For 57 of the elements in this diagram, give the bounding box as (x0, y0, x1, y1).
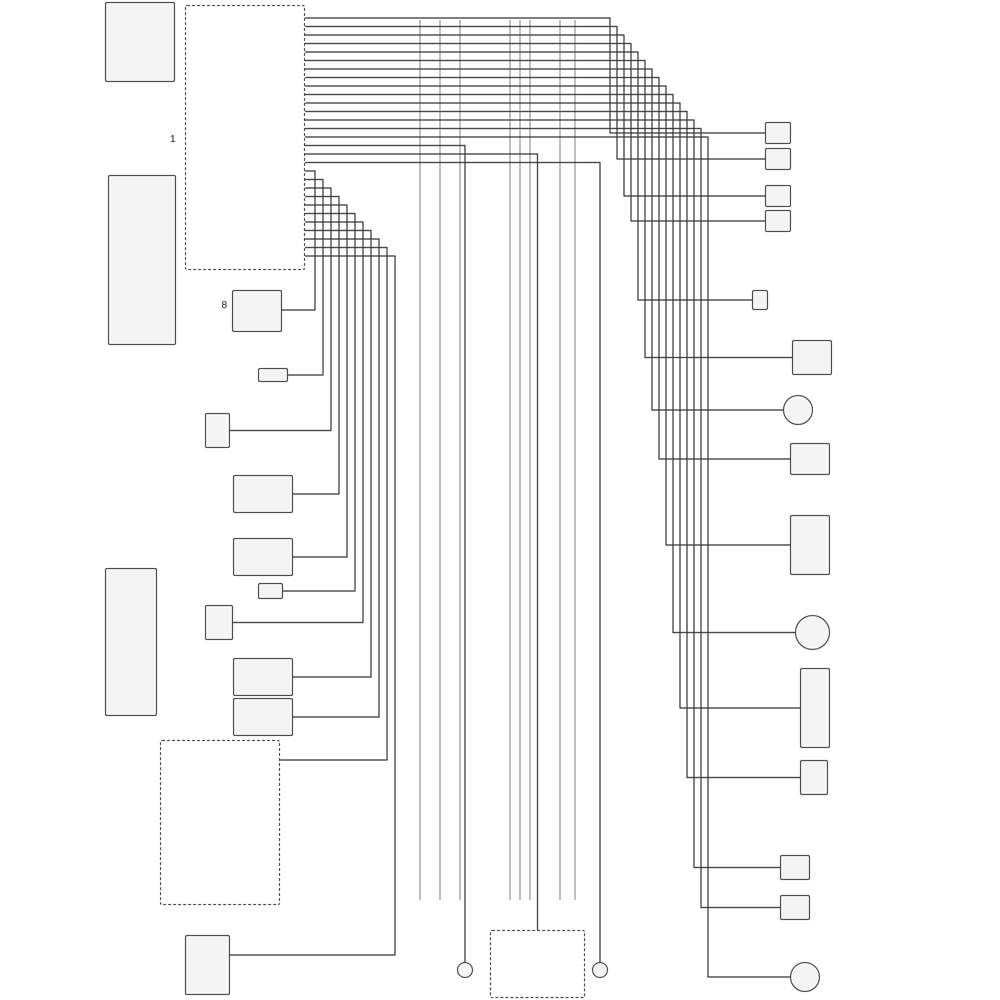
wire (305, 26, 765, 160)
connector-block (233, 658, 293, 696)
connector-block (752, 290, 768, 310)
connector-block (233, 475, 293, 513)
connector-block (205, 413, 230, 448)
wire (233, 221, 364, 624)
wire (305, 17, 765, 134)
wire (305, 60, 792, 358)
connector-block (765, 185, 791, 207)
dashed-unit-outline (185, 5, 305, 270)
connector-block (233, 698, 293, 736)
wire (282, 170, 316, 311)
connector-block (792, 340, 832, 375)
dashed-unit-outline (490, 930, 585, 998)
wire (293, 196, 340, 495)
connector-block (800, 668, 830, 748)
wire (230, 187, 332, 432)
wire (305, 153, 538, 930)
motor-symbol (783, 395, 813, 425)
wire (280, 246, 388, 761)
motor-symbol (790, 962, 820, 992)
wire (305, 85, 790, 546)
wire (305, 162, 601, 962)
motor-symbol (592, 962, 608, 978)
wire (293, 230, 372, 678)
wire (305, 51, 752, 301)
wire (293, 204, 348, 558)
connector-block (233, 538, 293, 576)
connector-block (780, 895, 810, 920)
connector-block (258, 368, 288, 382)
connector-block (258, 583, 283, 599)
wire (305, 76, 790, 460)
motor-symbol (457, 962, 473, 978)
wire (305, 144, 466, 962)
wire (305, 42, 765, 222)
dashed-unit-outline (160, 740, 280, 905)
wire (283, 212, 356, 592)
connector-block (790, 443, 830, 475)
connector-block (790, 515, 830, 575)
connector-block (185, 935, 230, 995)
wire (288, 178, 324, 376)
connector-block (765, 210, 791, 232)
connector-block (205, 605, 233, 640)
callout-number: 1 (170, 135, 176, 145)
wire (293, 238, 380, 718)
connector-block (105, 568, 157, 716)
wire (305, 34, 765, 197)
connector-block (765, 148, 791, 170)
wire (230, 255, 396, 956)
connector-block (800, 760, 828, 795)
connector-block (108, 175, 176, 345)
connector-block (105, 2, 175, 82)
wire (305, 68, 783, 411)
connector-block (765, 122, 791, 144)
connector-block (780, 855, 810, 880)
callout-number: 8 (221, 301, 227, 311)
motor-symbol (795, 615, 830, 650)
